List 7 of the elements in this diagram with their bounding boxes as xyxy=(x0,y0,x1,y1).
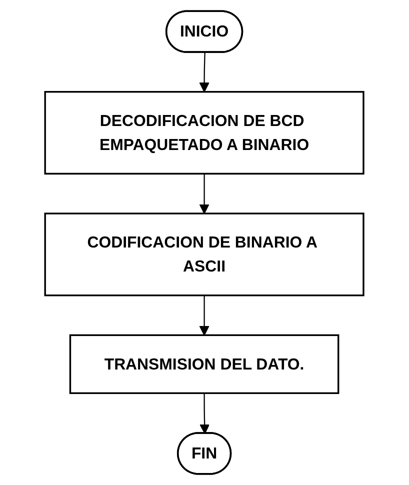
arrow xyxy=(200,174,210,214)
node-box: TRANSMISION DEL DATO. xyxy=(70,334,340,394)
arrow xyxy=(200,52,210,92)
arrow xyxy=(200,393,210,434)
arrow xyxy=(200,295,210,336)
node-box: DECODIFICACION DE BCD EMPAQUETADO A BINARIO xyxy=(44,90,365,175)
node-box: CODIFICACION DE BINARIO A ASCII xyxy=(44,212,365,296)
